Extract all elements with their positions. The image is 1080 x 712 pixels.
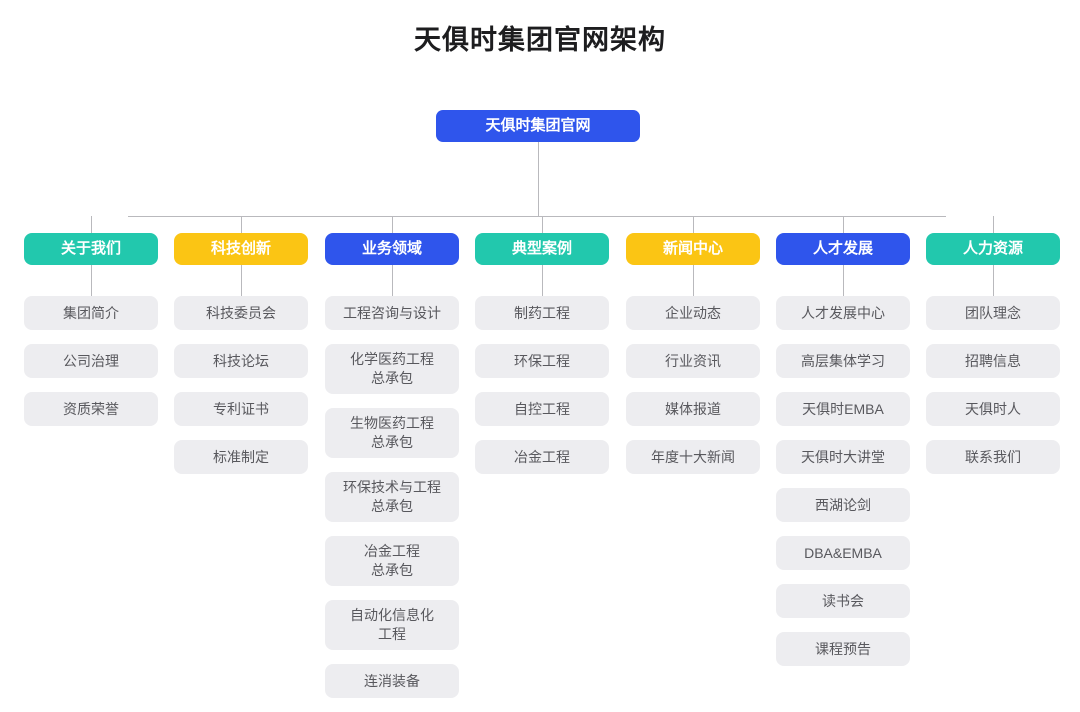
- category-header[interactable]: 新闻中心: [626, 233, 760, 265]
- list-item[interactable]: 企业动态: [626, 296, 760, 330]
- list-item[interactable]: 科技委员会: [174, 296, 308, 330]
- category-header[interactable]: 人力资源: [926, 233, 1060, 265]
- category-column: 人才发展人才发展中心高层集体学习天俱时EMBA 天俱时大讲堂西湖论剑 DBA&EMB…: [776, 233, 910, 680]
- list-item[interactable]: 行业资讯: [626, 344, 760, 378]
- list-item[interactable]: 天俱时EMBA: [776, 392, 910, 426]
- list-item[interactable]: 连消装备: [325, 664, 459, 698]
- list-item[interactable]: 招聘信息: [926, 344, 1060, 378]
- list-item[interactable]: 公司治理: [24, 344, 158, 378]
- list-item[interactable]: 自控工程: [475, 392, 609, 426]
- list-item[interactable]: 标准制定: [174, 440, 308, 474]
- root-node[interactable]: 天俱时集团官网: [436, 110, 640, 142]
- category-header[interactable]: 关于我们: [24, 233, 158, 265]
- list-item[interactable]: 团队理念: [926, 296, 1060, 330]
- item-stub-connector: [91, 265, 92, 296]
- list-item[interactable]: 课程预告: [776, 632, 910, 666]
- item-stub-connector: [542, 265, 543, 296]
- list-item[interactable]: 冶金工程: [475, 440, 609, 474]
- list-item[interactable]: 工程咨询与设计: [325, 296, 459, 330]
- org-chart-canvas: 天俱时集团官网架构 天俱时集团官网 关于我们集团简介公司治理资质荣誉科技创新科技…: [24, 25, 1060, 698]
- category-stub-connector: [693, 216, 694, 233]
- category-column: 业务领域工程咨询与设计化学医药工程 总承包生物医药工程 总承包环保技术与工程 总…: [325, 233, 459, 712]
- list-item[interactable]: 联系我们: [926, 440, 1060, 474]
- list-item[interactable]: 资质荣誉: [24, 392, 158, 426]
- category-column: 人力资源团队理念招聘信息天俱时人联系我们: [926, 233, 1060, 488]
- item-stub-connector: [843, 265, 844, 296]
- list-item[interactable]: 环保技术与工程 总承包: [325, 472, 459, 522]
- list-item[interactable]: 天俱时人: [926, 392, 1060, 426]
- category-header[interactable]: 典型案例: [475, 233, 609, 265]
- page-title: 天俱时集团官网架构: [414, 25, 666, 55]
- category-stub-connector: [993, 216, 994, 233]
- category-column: 典型案例制药工程环保工程自控工程冶金工程: [475, 233, 609, 488]
- category-header[interactable]: 业务领域: [325, 233, 459, 265]
- list-item[interactable]: 专利证书: [174, 392, 308, 426]
- list-item[interactable]: 科技论坛: [174, 344, 308, 378]
- item-stub-connector: [693, 265, 694, 296]
- category-stub-connector: [843, 216, 844, 233]
- item-stub-connector: [392, 265, 393, 296]
- category-stub-connector: [392, 216, 393, 233]
- list-item[interactable]: 人才发展中心: [776, 296, 910, 330]
- list-item[interactable]: 环保工程: [475, 344, 609, 378]
- root-stem-connector: [538, 142, 539, 216]
- category-stub-connector: [542, 216, 543, 233]
- horizontal-bus-connector: [128, 216, 946, 217]
- list-item[interactable]: 天俱时大讲堂: [776, 440, 910, 474]
- list-item[interactable]: 集团简介: [24, 296, 158, 330]
- list-item[interactable]: 媒体报道: [626, 392, 760, 426]
- item-stub-connector: [993, 265, 994, 296]
- category-header[interactable]: 人才发展: [776, 233, 910, 265]
- list-item[interactable]: 读书会: [776, 584, 910, 618]
- list-item[interactable]: 高层集体学习: [776, 344, 910, 378]
- list-item[interactable]: DBA&EMBA: [776, 536, 910, 570]
- item-stub-connector: [241, 265, 242, 296]
- category-column: 科技创新科技委员会科技论坛专利证书标准制定: [174, 233, 308, 488]
- list-item[interactable]: 生物医药工程 总承包: [325, 408, 459, 458]
- list-item[interactable]: 西湖论剑: [776, 488, 910, 522]
- list-item[interactable]: 化学医药工程 总承包: [325, 344, 459, 394]
- list-item[interactable]: 冶金工程 总承包: [325, 536, 459, 586]
- category-column: 关于我们集团简介公司治理资质荣誉: [24, 233, 158, 440]
- category-stub-connector: [91, 216, 92, 233]
- list-item[interactable]: 自动化信息化 工程: [325, 600, 459, 650]
- category-header[interactable]: 科技创新: [174, 233, 308, 265]
- category-stub-connector: [241, 216, 242, 233]
- list-item[interactable]: 年度十大新闻: [626, 440, 760, 474]
- category-column: 新闻中心企业动态行业资讯媒体报道年度十大新闻: [626, 233, 760, 488]
- list-item[interactable]: 制药工程: [475, 296, 609, 330]
